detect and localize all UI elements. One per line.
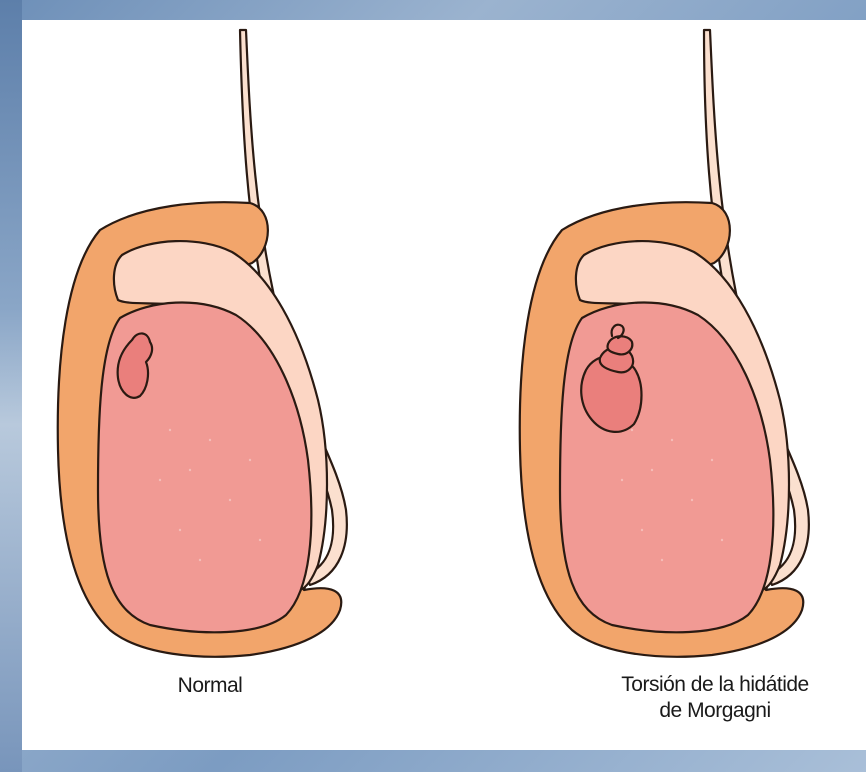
caption-torsion-line1: Torsión de la hidátide bbox=[565, 672, 865, 698]
caption-normal: Normal bbox=[140, 673, 280, 699]
twisted-appendix-coil-2 bbox=[607, 336, 632, 354]
normal-testis-illustration bbox=[58, 30, 347, 657]
caption-torsion: Torsión de la hidátide de Morgagni bbox=[565, 672, 865, 724]
torsion-testis-illustration bbox=[520, 30, 809, 657]
caption-torsion-line2: de Morgagni bbox=[565, 698, 865, 724]
caption-normal-text: Normal bbox=[178, 674, 243, 697]
